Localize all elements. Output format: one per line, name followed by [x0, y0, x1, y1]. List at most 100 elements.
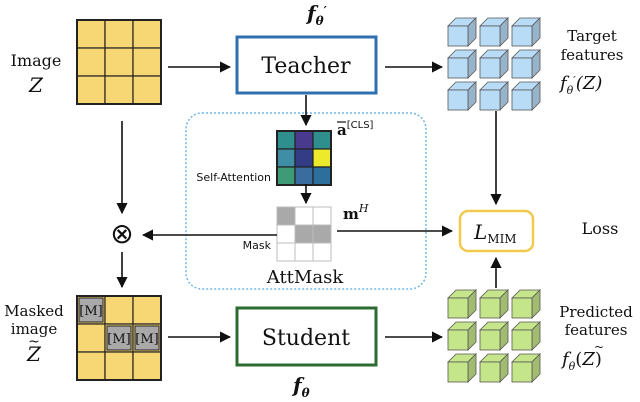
loss-box — [458, 209, 535, 253]
cube-front — [479, 297, 501, 319]
masked-image-title-line1: Masked — [4, 302, 64, 320]
masked-image-grid: [M] [M] [M] — [76, 295, 162, 381]
grid-border — [76, 295, 162, 381]
cube-front — [479, 25, 501, 47]
masked-image-symbol: Z — [26, 342, 42, 366]
cube-front — [447, 57, 469, 79]
grid-cell — [312, 148, 332, 168]
grid-cell — [312, 166, 332, 186]
grid-cell — [294, 130, 314, 150]
feature-cube — [511, 81, 541, 111]
input-image-grid — [76, 19, 162, 105]
cube-front — [447, 361, 469, 383]
feature-cube — [447, 17, 477, 47]
grid-cell — [76, 351, 106, 381]
teacher-label: Teacher — [261, 54, 351, 79]
feature-cube — [479, 353, 509, 383]
input-image-title: Image — [11, 51, 62, 70]
feature-cube — [511, 49, 541, 79]
teacher-function-label: fθ′ — [305, 1, 328, 28]
feature-cube — [479, 17, 509, 47]
loss-symbol: LMIM — [473, 220, 517, 246]
feature-cube — [511, 17, 541, 47]
feature-cube — [447, 81, 477, 111]
attention-symbol: a[CLS] — [337, 120, 374, 139]
target-title-line2: features — [561, 46, 624, 64]
cube-front — [447, 297, 469, 319]
grid-cell — [294, 166, 314, 186]
masked-image-title-line2: image — [11, 320, 58, 338]
grid-cell — [104, 19, 134, 49]
target-formula: fθ′(Z) — [558, 73, 602, 97]
input-image-symbol: Z — [28, 73, 44, 97]
loss-label: Loss — [582, 219, 619, 238]
student-box — [235, 306, 378, 367]
mask-label: Mask — [243, 239, 272, 252]
mask-cell — [276, 224, 296, 244]
grid-cell — [76, 47, 106, 77]
mask-cell — [312, 242, 332, 262]
self-attention-label: Self-Attention — [196, 171, 271, 184]
feature-cube — [447, 289, 477, 319]
grid-cell — [104, 351, 134, 381]
grid-cell — [276, 130, 296, 150]
cube-front — [511, 329, 533, 351]
feature-cube — [479, 49, 509, 79]
mask-token-label: [M] — [135, 332, 158, 347]
grid-cell — [104, 75, 134, 105]
grid-cell — [132, 19, 162, 49]
attmask-title: AttMask — [266, 267, 345, 288]
grid-cell — [276, 148, 296, 168]
predicted-formula-tilde: ~ — [594, 340, 604, 354]
grid-cell — [132, 295, 162, 325]
cube-front — [479, 361, 501, 383]
mask-token-cell — [134, 325, 160, 351]
grid-border — [276, 130, 332, 186]
cube-front — [447, 329, 469, 351]
grid-cell — [276, 166, 296, 186]
feature-cube — [447, 353, 477, 383]
cube-front — [511, 297, 533, 319]
cube-front — [511, 57, 533, 79]
cube-front — [511, 361, 533, 383]
cube-front — [479, 89, 501, 111]
cube-front — [479, 57, 501, 79]
grid-cell — [132, 47, 162, 77]
cube-front — [511, 89, 533, 111]
grid-cell — [132, 75, 162, 105]
masked-image-symbol-tilde: ~ — [28, 334, 40, 350]
feature-cube — [511, 353, 541, 383]
mask-cell — [312, 224, 332, 244]
mask-cell — [294, 242, 314, 262]
mask-symbol: mH — [343, 202, 369, 223]
mask-token-label: [M] — [107, 332, 130, 347]
cube-front — [479, 329, 501, 351]
student-label: Student — [262, 326, 350, 351]
feature-cube — [447, 49, 477, 79]
mask-cell — [312, 206, 332, 226]
mask-cell — [276, 242, 296, 262]
flow-arrows — [116, 61, 502, 343]
mask-cell — [276, 206, 296, 226]
grid-cell — [76, 323, 106, 353]
attention-mask-grid — [276, 206, 332, 262]
grid-border — [76, 19, 162, 105]
feature-cube — [479, 289, 509, 319]
cube-front — [447, 89, 469, 111]
mask-cell — [294, 206, 314, 226]
grid-cell — [76, 75, 106, 105]
cube-front — [447, 25, 469, 47]
mask-token-cell — [106, 325, 132, 351]
grid-cell — [294, 148, 314, 168]
feature-cube — [447, 321, 477, 351]
feature-cube — [479, 81, 509, 111]
grid-cell — [104, 295, 134, 325]
grid-cell — [76, 19, 106, 49]
mask-cell — [294, 224, 314, 244]
teacher-box — [235, 35, 378, 95]
multiply-operator: ⊗ — [110, 217, 133, 250]
grid-cell — [132, 351, 162, 381]
mask-token-label: [M] — [79, 304, 102, 319]
target-title-line1: Target — [567, 27, 616, 45]
